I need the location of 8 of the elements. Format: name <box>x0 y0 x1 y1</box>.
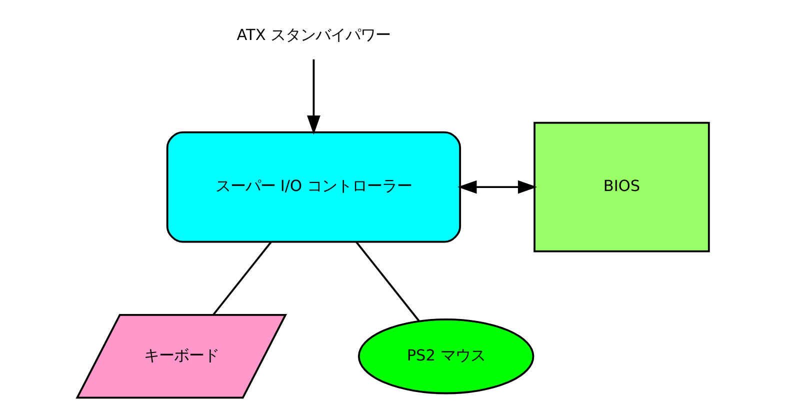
node-text: ATX スタンバイパワー <box>236 26 390 44</box>
node-box: BIOS <box>533 122 710 252</box>
arrow <box>306 59 320 135</box>
connector <box>355 241 420 322</box>
node-box: スーパー I/O コントローラー <box>166 131 461 243</box>
node-ellipse: PS2 マウス <box>357 318 534 394</box>
connector <box>212 241 272 316</box>
arrow <box>457 180 537 194</box>
